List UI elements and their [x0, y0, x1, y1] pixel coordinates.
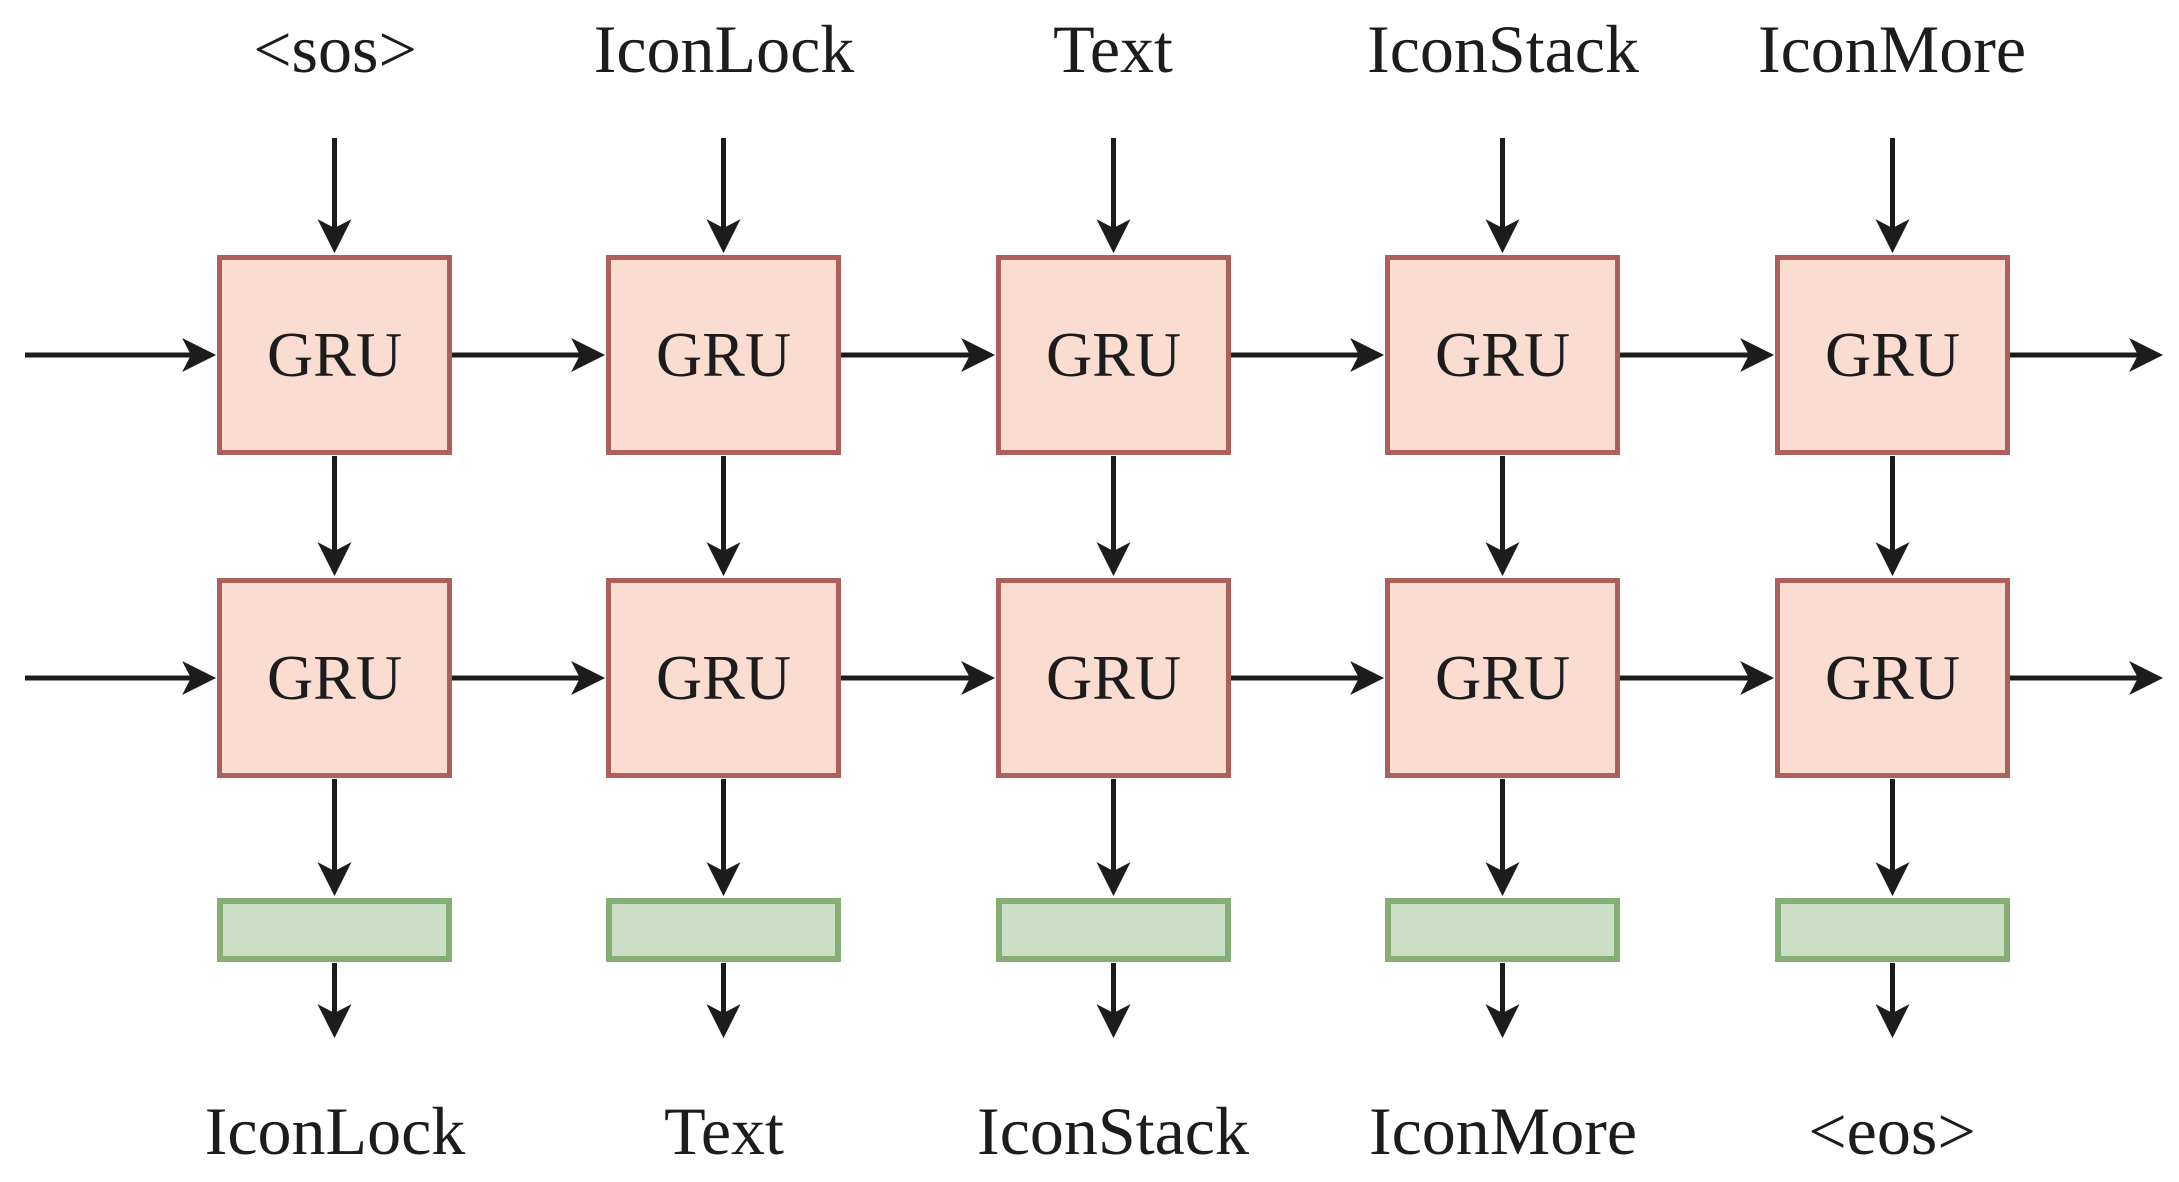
input-token-label-iconstack: IconStack	[1367, 11, 1639, 87]
gru-cell-label: GRU	[1045, 319, 1182, 390]
output-projection-bar-col5	[1775, 898, 2010, 962]
gru-cell-layer2-col5: GRU	[1775, 578, 2010, 778]
input-token-label-text: Text	[1053, 11, 1173, 87]
gru-cell-layer2-col3: GRU	[996, 578, 1231, 778]
gru-cell-label: GRU	[655, 642, 792, 713]
gru-cell-label: GRU	[655, 319, 792, 390]
output-token-label-text: Text	[664, 1093, 784, 1169]
gru-cell-label: GRU	[1824, 319, 1961, 390]
output-token-label-eos: <eos>	[1808, 1093, 1976, 1169]
output-projection-bar-col2	[606, 898, 841, 962]
gru-cell-label: GRU	[1434, 319, 1571, 390]
gru-cell-layer1-col4: GRU	[1385, 255, 1620, 455]
gru-cell-label: GRU	[266, 319, 403, 390]
output-projection-bar-col3	[996, 898, 1231, 962]
gru-cell-layer2-col1: GRU	[217, 578, 452, 778]
output-projection-bar-col1	[217, 898, 452, 962]
gru-cell-label: GRU	[266, 642, 403, 713]
input-token-label-iconmore: IconMore	[1757, 11, 2027, 87]
gru-cell-label: GRU	[1824, 642, 1961, 713]
gru-cell-layer1-col2: GRU	[606, 255, 841, 455]
output-token-label-iconmore: IconMore	[1368, 1093, 1638, 1169]
gru-cell-label: GRU	[1434, 642, 1571, 713]
gru-cell-layer2-col2: GRU	[606, 578, 841, 778]
input-token-label-sos: <sos>	[253, 11, 417, 87]
gru-cell-layer1-col3: GRU	[996, 255, 1231, 455]
gru-cell-layer1-col1: GRU	[217, 255, 452, 455]
gru-cell-layer2-col4: GRU	[1385, 578, 1620, 778]
output-projection-bar-col4	[1385, 898, 1620, 962]
output-token-label-iconstack: IconStack	[977, 1093, 1249, 1169]
gru-cell-label: GRU	[1045, 642, 1182, 713]
gru-cell-layer1-col5: GRU	[1775, 255, 2010, 455]
input-token-label-iconlock: IconLock	[593, 11, 855, 87]
output-token-label-iconlock: IconLock	[204, 1093, 466, 1169]
